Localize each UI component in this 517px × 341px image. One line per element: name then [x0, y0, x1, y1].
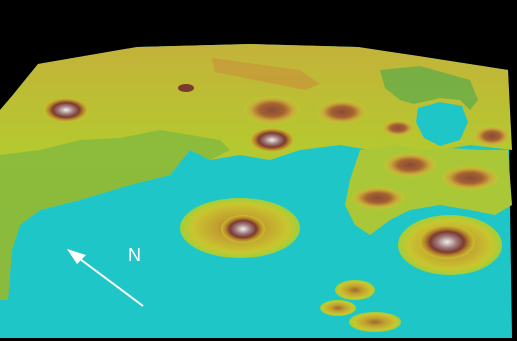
north-hill-3	[250, 128, 294, 152]
north-hill-1	[244, 96, 300, 124]
north-hill-4	[382, 120, 414, 136]
inland-lake	[416, 102, 468, 146]
northeast-hill	[474, 126, 510, 146]
east-hill-2	[442, 166, 498, 190]
upper-ridge	[212, 58, 320, 90]
lake-shore	[380, 66, 478, 110]
north-hill-5	[178, 84, 194, 92]
northern-landmass	[0, 44, 512, 300]
north-hill-2	[317, 100, 367, 124]
north-arrow-icon	[67, 249, 144, 307]
south-islet-1	[335, 280, 375, 300]
east-hill-3	[352, 187, 404, 209]
southeast-peak	[419, 225, 475, 259]
central-peak	[221, 215, 265, 243]
northwest-peak	[44, 98, 88, 122]
north-label: N	[128, 245, 141, 265]
east-hill-1	[384, 153, 436, 177]
lowland-band	[0, 130, 230, 300]
south-islet-3	[349, 312, 401, 332]
south-islet-2	[320, 300, 356, 316]
